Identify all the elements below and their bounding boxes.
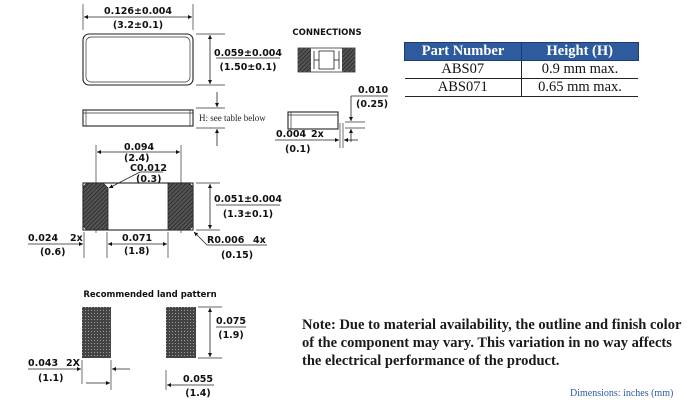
bottom-view: 0.094 (2.4) C0.012 (0.3) 0.051±0.004 (1.… <box>28 142 282 261</box>
radius-count: 4x <box>253 235 266 246</box>
radius-leader <box>193 231 208 246</box>
connections-side-outline <box>287 111 339 130</box>
terminal-inches: 0.010 <box>358 85 388 96</box>
land-gap-inches: 0.055 <box>183 374 213 385</box>
land-pattern: Recommended land pattern 0.075 (1.9) 0.0… <box>28 290 246 399</box>
land-pad-left <box>82 307 111 358</box>
land-pattern-title: Recommended land pattern <box>83 290 216 300</box>
component-side-outline <box>82 109 194 127</box>
pad-height-mm: (1.3±0.1) <box>223 209 273 220</box>
gap-mm: (1.8) <box>124 246 150 257</box>
pad-width-count: 2x <box>70 233 83 244</box>
bottom-pad-left <box>82 182 109 231</box>
material-note: Note: Due to material availability, the … <box>302 317 682 369</box>
bottom-pad-right <box>167 182 194 231</box>
offset-count: 2x <box>311 129 324 140</box>
terminal-left <box>298 48 311 72</box>
land-pad-right <box>166 307 196 358</box>
terminal-right <box>342 48 355 72</box>
land-height-mm: (1.9) <box>218 330 244 341</box>
pad-span-inches: 0.094 <box>124 142 154 153</box>
component-top-outline <box>82 33 194 86</box>
cell-height: 0.65 mm max. <box>521 78 638 97</box>
length-mm: (3.2±0.1) <box>113 20 163 31</box>
table-row: ABS07 0.9 mm max. <box>404 60 638 79</box>
length-inches: 0.126±0.004 <box>104 6 172 17</box>
offset-mm: (0.1) <box>285 144 311 155</box>
width-inches: 0.059±0.004 <box>214 48 282 59</box>
land-width-count: 2X <box>66 358 81 369</box>
connections-view: CONNECTIONS 0.004 2x (0.1) 0.010 (0.25) <box>275 28 388 155</box>
parts-table-header-row: Part Number Height (H) <box>404 42 639 61</box>
parts-table: Part Number Height (H) ABS07 0.9 mm max.… <box>404 42 639 97</box>
terminal-mm: (0.25) <box>356 99 388 110</box>
height-note: H: see table below <box>199 113 266 123</box>
pad-height-inches: 0.051±0.004 <box>214 194 282 205</box>
land-height-inches: 0.075 <box>216 316 246 327</box>
pad-width-inches: 0.024 <box>28 233 58 244</box>
chamfer-inches: C0.012 <box>130 163 167 174</box>
chamfer-leader <box>108 171 141 189</box>
land-gap-mm: (1.4) <box>185 388 211 399</box>
land-width-mm: (1.1) <box>38 373 64 384</box>
header-height: Height (H) <box>521 42 639 61</box>
radius-mm: (0.15) <box>221 250 253 261</box>
cell-part-number: ABS07 <box>404 60 522 79</box>
radius-inches: R0.006 <box>207 235 245 246</box>
side-view: H: see table below <box>82 92 266 146</box>
connections-title: CONNECTIONS <box>292 28 361 38</box>
top-view: 0.126±0.004 (3.2±0.1) 0.059±0.004 (1.50±… <box>82 4 282 86</box>
pad-width-mm: (0.6) <box>40 247 66 258</box>
table-row: ABS071 0.65 mm max. <box>404 78 638 97</box>
chamfer-mm: (0.3) <box>136 174 162 185</box>
header-part-number: Part Number <box>404 42 522 61</box>
component-top-inner <box>85 36 191 83</box>
width-mm: (1.50±0.1) <box>220 62 277 73</box>
offset-inches: 0.004 <box>276 129 306 140</box>
land-width-inches: 0.043 <box>28 358 58 369</box>
cell-height: 0.9 mm max. <box>521 60 638 79</box>
pad-span-mm: (2.4) <box>124 153 150 164</box>
dimensions-caption: Dimensions: inches (mm) <box>570 388 674 399</box>
cell-part-number: ABS071 <box>404 78 522 97</box>
gap-inches: 0.071 <box>122 233 152 244</box>
